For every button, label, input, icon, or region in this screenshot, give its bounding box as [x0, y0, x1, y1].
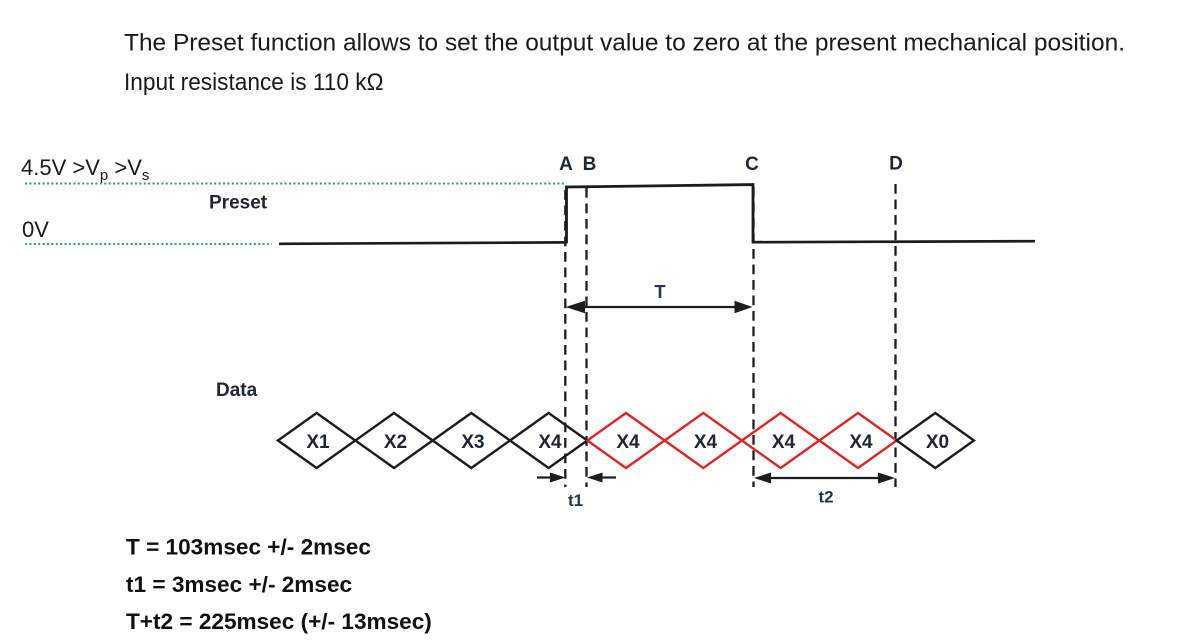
svg-text:A: A [559, 154, 573, 175]
svg-text:X1: X1 [306, 432, 330, 453]
svg-text:X4: X4 [772, 432, 796, 453]
svg-text:X4: X4 [538, 432, 562, 453]
svg-text:X2: X2 [384, 432, 407, 453]
svg-text:t1: t1 [568, 491, 583, 510]
svg-text:Preset: Preset [209, 193, 268, 214]
svg-text:Data: Data [216, 380, 258, 401]
svg-text:Input resistance is 110 kΩ: Input resistance is 110 kΩ [124, 69, 384, 96]
svg-text:T+t2 = 225msec (+/- 13msec): T+t2 = 225msec (+/- 13msec) [126, 609, 432, 634]
svg-text:T = 103msec +/- 2msec: T = 103msec +/- 2msec [126, 535, 371, 560]
svg-text:X0: X0 [926, 432, 949, 453]
svg-text:C: C [745, 154, 759, 175]
svg-text:t1 = 3msec +/- 2msec: t1 = 3msec +/- 2msec [126, 572, 352, 597]
svg-text:4.5V >Vp >Vs: 4.5V >Vp >Vs [21, 155, 149, 184]
svg-text:X3: X3 [461, 432, 484, 453]
svg-text:t2: t2 [818, 488, 833, 507]
svg-text:0V: 0V [22, 217, 49, 242]
svg-text:D: D [889, 154, 903, 175]
svg-text:X4: X4 [616, 432, 640, 453]
svg-text:X4: X4 [849, 432, 873, 453]
svg-text:X4: X4 [694, 432, 718, 453]
svg-text:The Preset function allows to: The Preset function allows to set the ou… [124, 30, 1125, 57]
svg-text:T: T [655, 282, 666, 302]
svg-text:B: B [583, 154, 597, 175]
